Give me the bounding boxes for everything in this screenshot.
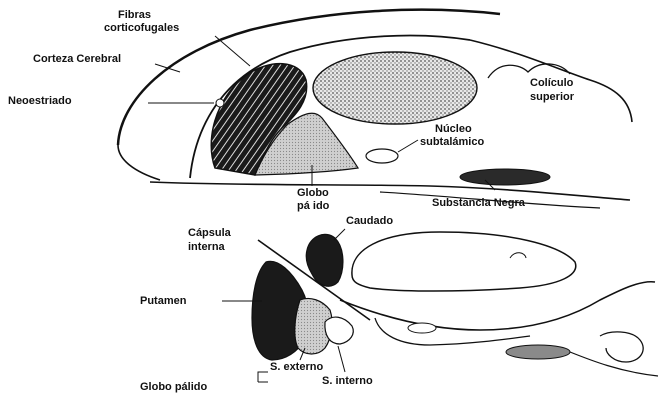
label-caudado: Caudado <box>346 215 393 227</box>
label-s-interno: S. interno <box>322 375 373 387</box>
upper-section <box>118 10 632 208</box>
lower-substancia-negra <box>506 345 570 359</box>
leader-nucleo <box>398 140 418 152</box>
label-neoestriado: Neoestriado <box>8 95 72 107</box>
label-capsula-line1: Cápsula <box>188 227 232 239</box>
lower-oval-small <box>408 323 436 333</box>
label-globo-line1: Globo <box>297 187 329 199</box>
label-coliculo-line2: superior <box>530 91 575 103</box>
cortex-lower-edge <box>118 145 160 180</box>
label-corteza-cerebral: Corteza Cerebral <box>33 53 121 65</box>
coliculo-superior-outline <box>488 64 570 78</box>
thalamus-lower-outline <box>352 232 576 291</box>
thalamus-shape <box>313 52 477 124</box>
label-coliculo-line1: Colículo <box>530 77 574 89</box>
label-nucleo-line2: subtalámico <box>420 136 484 148</box>
s-interno-shape <box>325 317 353 344</box>
substancia-negra-shape <box>460 169 550 185</box>
label-putamen: Putamen <box>140 295 187 307</box>
label-globo-line2: pá ido <box>297 200 330 212</box>
nucleo-subtalamico-shape <box>366 149 398 163</box>
label-capsula-line2: interna <box>188 241 226 253</box>
lower-right-curve <box>570 352 658 376</box>
lower-section <box>222 229 658 382</box>
label-fibras-line2: corticofugales <box>104 22 179 34</box>
label-substancia-negra: Substancia Negra <box>432 197 526 209</box>
label-nucleo-line1: Núcleo <box>435 123 472 135</box>
lower-stem-outline <box>375 318 530 345</box>
neoestriado-marker <box>216 99 224 107</box>
leader-fibras <box>215 36 250 66</box>
label-globo-palido: Globo pálido <box>140 381 207 393</box>
label-s-externo: S. externo <box>270 361 323 373</box>
leader-corteza <box>155 64 180 72</box>
lower-right-loop <box>600 332 643 362</box>
label-fibras-line1: Fibras <box>118 9 151 21</box>
leader-s-interno <box>338 346 345 372</box>
leader-globo-palido <box>258 372 268 382</box>
ventral-line <box>150 182 630 200</box>
leader-caudado <box>334 229 345 240</box>
